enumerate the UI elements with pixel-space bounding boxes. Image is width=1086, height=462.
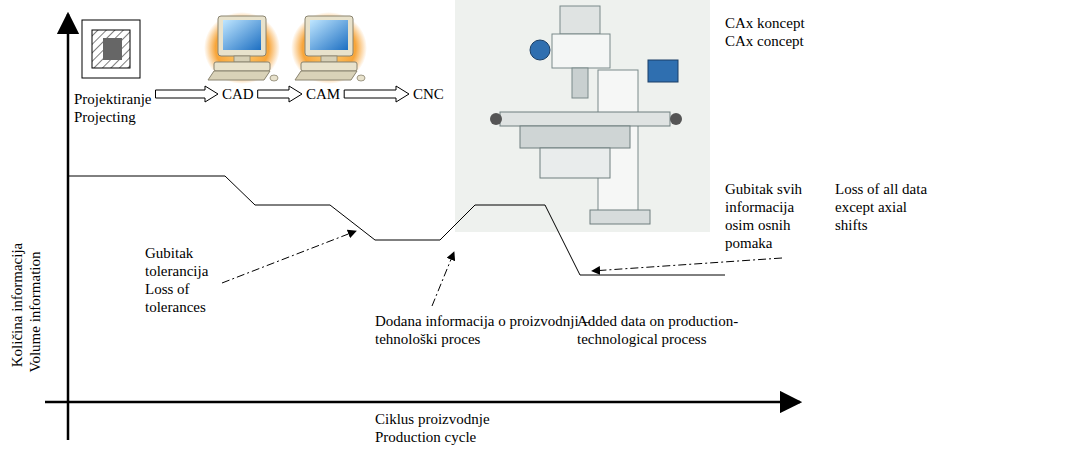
flow-arrow (344, 86, 409, 102)
computer-icon (204, 12, 280, 84)
concept-title: CAx koncept (725, 14, 805, 32)
node-text: Projektiranje (74, 90, 151, 108)
y-axis (67, 14, 70, 440)
projecting-icon (82, 20, 140, 78)
leader-line (592, 258, 782, 271)
axis-title: Količina informacija (8, 243, 26, 368)
process-label: CNC (413, 85, 444, 103)
flow-arrow (258, 86, 302, 102)
axis-title: Volume information (26, 252, 44, 373)
concept-title: CAx concept (725, 32, 804, 50)
leader-line (222, 231, 356, 283)
process-label: ProjektiranjeProjecting (74, 90, 151, 126)
node-text: Projecting (74, 108, 151, 126)
node-text: CNC (413, 85, 444, 103)
annotation: Loss of all data except axial shifts (835, 180, 941, 234)
x-axis (45, 401, 800, 404)
process-label: CAD (222, 85, 254, 103)
axis-title: Production cycle (375, 428, 476, 446)
annotation: Added data on production-technological p… (577, 312, 767, 348)
annotation: Loss of tolerances (145, 280, 227, 316)
process-label: CAM (306, 85, 340, 103)
flow-arrow (156, 86, 219, 102)
milling-machine (455, 0, 710, 232)
computer-icon (291, 12, 367, 84)
axis-title: Ciklus proizvodnje (375, 410, 490, 428)
node-text: CAD (222, 85, 254, 103)
leader-line (432, 252, 454, 306)
annotation: Gubitak tolerancija (145, 244, 227, 280)
annotation: Gubitak svih informacija osim osnih poma… (725, 180, 825, 252)
node-text: CAM (306, 85, 340, 103)
annotation: Dodana informacija o proizvodnji – tehno… (375, 312, 607, 348)
